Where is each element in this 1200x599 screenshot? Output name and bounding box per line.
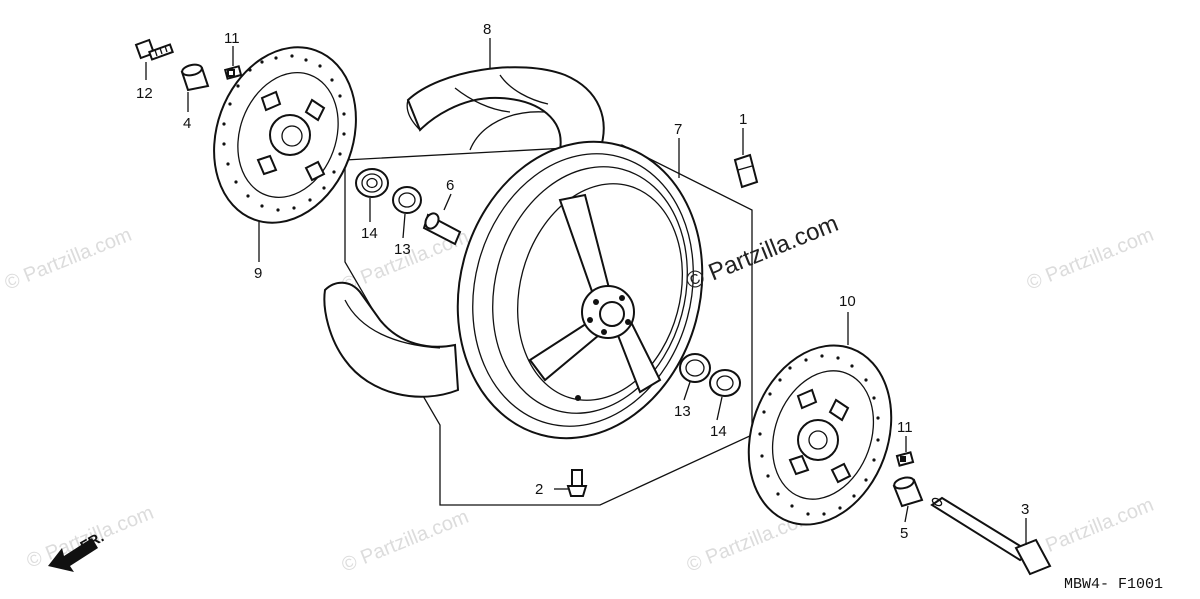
callout-3: 3 <box>1021 501 1029 518</box>
bearing-left <box>355 168 389 198</box>
callout-10: 10 <box>839 293 856 310</box>
front-axle <box>930 496 1052 576</box>
watermark: © Partzilla.com <box>2 224 135 295</box>
collar-left <box>180 63 210 92</box>
callout-14: 14 <box>710 423 727 440</box>
callout-2: 2 <box>535 481 543 498</box>
callout-11: 11 <box>224 30 240 47</box>
watermark-main: © Partzilla.com <box>682 210 842 296</box>
callout-5: 5 <box>900 525 908 542</box>
callouts: 8 7 1 11 12 4 6 14 13 9 10 13 14 11 2 5 … <box>136 21 1029 542</box>
distance-collar <box>422 212 462 246</box>
bearing-dust-right <box>709 369 741 397</box>
screw-right <box>895 451 915 467</box>
callout-8: 8 <box>483 21 491 38</box>
leader-lines <box>145 38 1027 545</box>
callout-7: 7 <box>674 121 682 138</box>
wheel-rim <box>456 140 704 440</box>
figure-code: MBW4- F1001 <box>1064 576 1163 593</box>
watermark: © Partzilla.com <box>1024 224 1157 295</box>
callout-4: 4 <box>183 115 191 132</box>
callout-13: 13 <box>674 403 691 420</box>
tire-tread-upper <box>406 66 605 151</box>
collar-right <box>892 476 924 508</box>
screw-left <box>223 65 243 80</box>
callout-14: 14 <box>361 225 378 242</box>
callout-12: 12 <box>136 85 153 102</box>
brake-disc-left <box>213 46 357 224</box>
callout-13: 13 <box>394 241 411 258</box>
bearing-right <box>679 353 711 383</box>
air-valve <box>566 469 588 497</box>
flange-bolt <box>134 38 174 61</box>
bearing-dust-left <box>392 186 422 214</box>
callout-6: 6 <box>446 177 454 194</box>
tire-lower <box>323 281 460 398</box>
balance-weight <box>733 153 759 189</box>
callout-11: 11 <box>897 419 913 436</box>
brake-disc-right <box>747 344 893 526</box>
callout-1: 1 <box>739 111 747 128</box>
arrow-icon <box>48 538 98 572</box>
watermark: © Partzilla.com <box>339 506 472 577</box>
callout-9: 9 <box>254 265 262 282</box>
